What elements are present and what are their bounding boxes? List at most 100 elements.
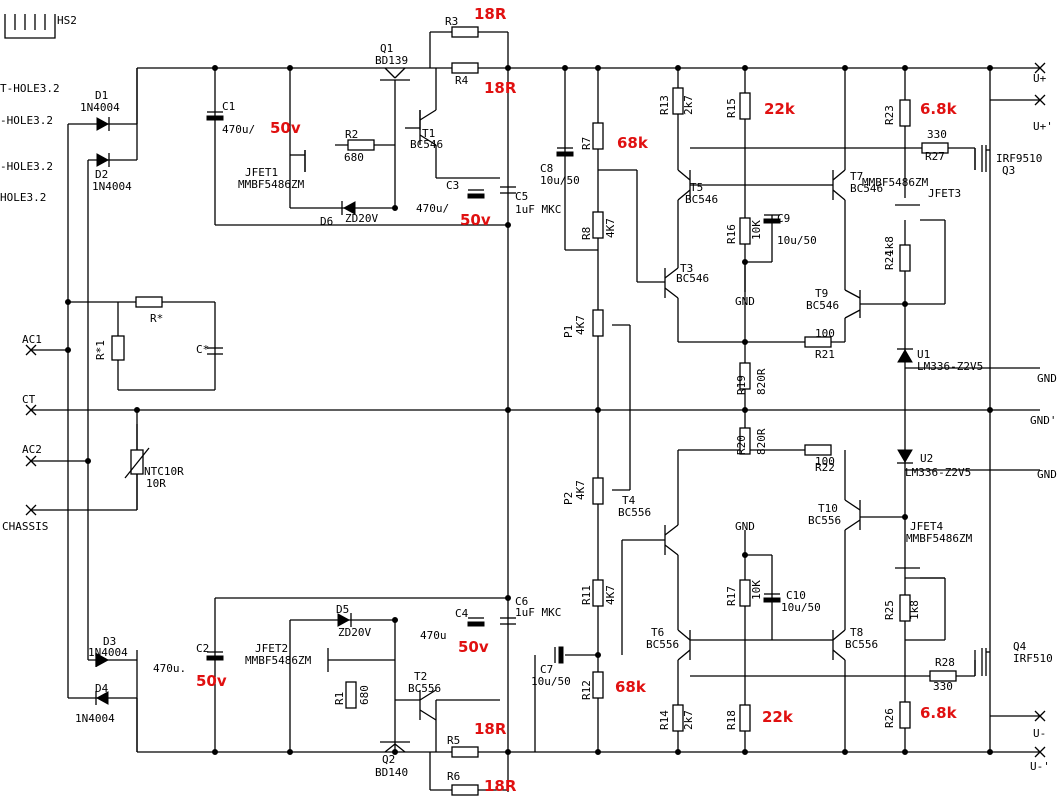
zener-d6: [341, 201, 356, 215]
label-c10v: 10u/50: [781, 601, 821, 614]
label-c9v: 10u/50: [777, 234, 817, 247]
label-t2v: BC556: [408, 682, 441, 695]
label-r13v: 2k7: [682, 95, 695, 115]
label-t3v: BC546: [676, 272, 709, 285]
label-jfet4: JFET4: [910, 520, 943, 533]
label-c8v: 10u/50: [540, 174, 580, 187]
label-r12: R12: [580, 680, 593, 700]
label-r2v: 680: [344, 151, 364, 164]
label-d2v: 1N4004: [92, 180, 132, 193]
label-c9: C9: [777, 212, 790, 225]
label-d1: D1: [95, 89, 108, 102]
label-p1: P1: [562, 325, 575, 338]
label-r25: R25: [883, 600, 896, 620]
label-t8: T8: [850, 626, 863, 639]
label-r1v: 680: [358, 685, 371, 705]
label-r28v: 330: [933, 680, 953, 693]
label-c6: C6: [515, 595, 528, 608]
label-q4v: IRF510: [1013, 652, 1053, 665]
diode-d1: [96, 117, 110, 131]
note-r26: 6.8k: [920, 704, 958, 722]
label-t9v: BC546: [806, 299, 839, 312]
label-u1v: LM336-Z2V5: [917, 360, 983, 373]
label-p1v: 4K7: [574, 315, 587, 335]
note-c4: 50v: [458, 638, 489, 656]
label-q2: Q2: [382, 753, 395, 766]
label-u2v: LM336-Z2V5: [905, 466, 971, 479]
label-t7v: BC546: [850, 182, 883, 195]
label-r4: R4: [455, 74, 469, 87]
label-r24: R24: [883, 250, 896, 270]
note-r4: 18R: [484, 79, 517, 97]
note-r3: 18R: [474, 5, 507, 23]
note-r18: 22k: [762, 708, 794, 726]
label-d2: D2: [95, 168, 108, 181]
label-r24v: 1k8: [883, 236, 896, 256]
label-r20: R20: [735, 435, 748, 455]
label-t7: T7: [850, 170, 863, 183]
label-c7: C7: [540, 663, 553, 676]
label-jfet3v: MMBF5486ZM: [862, 176, 929, 189]
label-c8: C8: [540, 162, 553, 175]
label-r20v: 820R: [755, 428, 768, 455]
label-c4: C4: [455, 607, 469, 620]
label-r1: R1: [333, 692, 346, 705]
label-r13: R13: [658, 95, 671, 115]
label-q1v: BD139: [375, 54, 408, 67]
label-jfet3: JFET3: [928, 187, 961, 200]
label-c4v: 470u: [420, 629, 447, 642]
label-r19: R19: [735, 375, 748, 395]
label-u1: U1: [917, 348, 930, 361]
label-r3: R3: [445, 15, 458, 28]
reference-u2: [897, 449, 913, 464]
label-c2: C2: [196, 642, 209, 655]
label-c2v: 470u.: [153, 662, 186, 675]
label-t2: T2: [414, 670, 427, 683]
label-r17v: 10K: [750, 580, 763, 600]
note-r5: 18R: [474, 720, 507, 738]
label-u-minus: U-: [1033, 727, 1046, 740]
label-u-minus2: U-': [1030, 760, 1050, 773]
label-r6: R6: [447, 770, 460, 783]
label-c7v: 10u/50: [531, 675, 571, 688]
label-q4: Q4: [1013, 640, 1027, 653]
note-c2: 50v: [196, 672, 227, 690]
label-hole2: -HOLE3.2: [0, 114, 53, 127]
label-chassis: CHASSIS: [2, 520, 48, 533]
label-c6v: 1uF MKC: [515, 606, 561, 619]
label-t10v: BC556: [808, 514, 841, 527]
label-r7: R7: [580, 137, 593, 150]
label-r21v: 100: [815, 327, 835, 340]
label-r19v: 820R: [755, 368, 768, 395]
label-u-plus: U+: [1033, 72, 1047, 85]
label-r25v: 1k8: [908, 600, 921, 620]
label-jfet1: JFET1: [245, 166, 278, 179]
label-gnd1: GND: [1037, 372, 1057, 385]
note-r15: 22k: [764, 100, 796, 118]
label-c3v: 470u/: [416, 202, 449, 215]
zener-d5: [337, 613, 352, 627]
diode-d4: [95, 691, 109, 705]
label-r2: R2: [345, 128, 358, 141]
label-t1: T1: [422, 127, 435, 140]
heatsink-symbol: [4, 14, 56, 39]
label-d6v: ZD20V: [345, 212, 378, 225]
ntc-thermistor: [124, 410, 150, 510]
label-c3: C3: [446, 179, 459, 192]
label-r27v: 330: [927, 128, 947, 141]
diode-d2: [96, 153, 110, 167]
label-p2v: 4K7: [574, 480, 587, 500]
label-r14: R14: [658, 710, 671, 730]
wires: [32, 31, 1040, 792]
note-r7: 68k: [617, 134, 649, 152]
label-ntc: NTC10R: [144, 465, 184, 478]
label-r11: R11: [580, 585, 593, 605]
label-d3: D3: [103, 635, 116, 648]
label-t6: T6: [651, 626, 664, 639]
label-t6v: BC556: [646, 638, 679, 651]
label-c1: C1: [222, 100, 235, 113]
label-r8: R8: [580, 227, 593, 240]
label-jfet2v: MMBF5486ZM: [245, 654, 312, 667]
